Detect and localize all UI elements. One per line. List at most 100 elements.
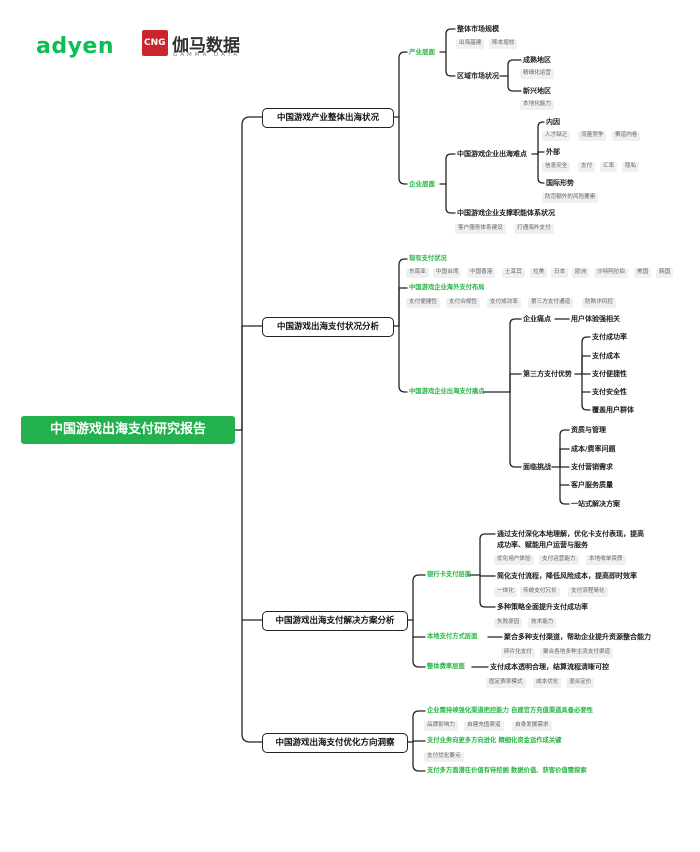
tag: 流量竞争 xyxy=(578,131,607,141)
connector-branch xyxy=(398,116,408,185)
challenge-item: 支付营销需求 xyxy=(571,463,613,471)
enterprise-difficulty: 中国游戏企业出海难点 xyxy=(457,150,527,158)
gamma-data-subtitle: GAMMA DATA xyxy=(173,52,241,58)
challenges: 面临挑战 xyxy=(523,463,551,471)
local-point: 聚合多种支付渠道，帮助企业提升资源整合能力 xyxy=(504,633,651,641)
connector-branch xyxy=(581,373,591,411)
advantage-item: 支付成本 xyxy=(592,352,620,360)
challenge-item: 客户服务质量 xyxy=(571,481,613,489)
root-node: 中国游戏出海支付研究报告 xyxy=(21,416,235,444)
external-cause: 外部 xyxy=(546,148,560,156)
tag: 支付优化要点 xyxy=(424,752,464,762)
tag: 汇率 xyxy=(600,162,618,172)
connector-branch xyxy=(398,51,408,118)
branch-overall-status: 中国游戏产业整体出海状况 xyxy=(262,108,394,128)
insight-1: 企业需持续强化渠道把控能力 自建官方充值渠道具备必要性 xyxy=(427,707,593,714)
card-point-1: 通过支付深化本地理解，优化卡支付表现，提高 xyxy=(497,530,644,538)
local-payment-level: 本地支付方式层面 xyxy=(427,633,478,640)
gamma-data-name: 伽马数据 xyxy=(172,36,240,56)
tag: 赛道内卷 xyxy=(612,131,641,141)
user-experience: 用户体验强相关 xyxy=(571,315,620,323)
tag: 支付 xyxy=(578,162,596,172)
market-scale: 整体市场规模 xyxy=(457,25,499,33)
tag: 拉美 xyxy=(530,268,548,278)
industry-level: 产业层面 xyxy=(409,48,435,56)
connector-branch xyxy=(412,619,426,668)
connector-branch xyxy=(507,59,522,77)
tag: 成本优化 xyxy=(533,678,562,688)
regional-market: 区域市场状况 xyxy=(457,72,499,80)
connector-branch xyxy=(412,710,426,743)
connector-branch xyxy=(509,391,522,468)
tag: 信息安全 xyxy=(542,162,571,172)
tag: 中国香港 xyxy=(467,268,496,278)
connector-branch xyxy=(398,258,408,327)
tag: 土耳其 xyxy=(502,268,525,278)
tag: 传统支付冗长 xyxy=(520,587,560,597)
card-point-1-cont: 成功率、赋能用户运营与服务 xyxy=(497,541,588,549)
tag: 精细化运营 xyxy=(520,69,554,79)
advantage-item: 支付成功率 xyxy=(592,333,627,341)
card-point-2: 简化支付流程，降低风险成本，提高即时效率 xyxy=(497,572,637,580)
support-system: 中国游戏企业支撑职能体系状况 xyxy=(457,209,555,217)
connector-branch xyxy=(581,336,591,375)
enterprise-level: 企业层面 xyxy=(409,180,435,188)
adyen-logo: adyen xyxy=(36,34,115,59)
tag: 支付合规性 xyxy=(446,298,480,308)
tag: 固定费率模式 xyxy=(486,678,526,688)
tag: 支付运营能力 xyxy=(539,555,579,565)
connector-branch xyxy=(412,741,426,772)
tag: 沙特阿拉伯 xyxy=(594,268,628,278)
advantage-item: 覆盖用户群体 xyxy=(592,406,634,414)
insight-2: 支付业务向更多方向进化 精细化资金运作成关键 xyxy=(427,737,562,744)
connector-branch xyxy=(241,116,263,431)
tag: 防范额外的风险要素 xyxy=(542,193,599,203)
tag: 降本增效 xyxy=(489,39,518,49)
tag: 本地化能力 xyxy=(520,100,554,110)
payment-pain-points: 中国游戏企业出海支付痛点 xyxy=(409,388,485,395)
connector-branch xyxy=(559,429,570,468)
tag: 支付便捷性 xyxy=(406,298,440,308)
connector-branch xyxy=(241,429,263,743)
tag: 优化用户体验 xyxy=(494,555,534,565)
tag: 中国台湾 xyxy=(433,268,462,278)
bank-card-level: 银行卡支付层面 xyxy=(427,571,472,578)
gamma-mark: CNG xyxy=(144,38,166,48)
branch-solution-analysis: 中国游戏出海支付解决方案分析 xyxy=(262,611,408,631)
connector-branch xyxy=(479,533,496,576)
connector-branch xyxy=(445,183,456,214)
connector-branch xyxy=(507,75,522,92)
overall-fee-level: 整体费率层面 xyxy=(427,663,465,670)
tag: 隐私 xyxy=(622,162,640,172)
tag: 客户服务体系建设 xyxy=(455,224,506,234)
challenge-item: 成本/费率问题 xyxy=(571,445,616,453)
tag: 自身发展需求 xyxy=(512,721,552,731)
connector-branch xyxy=(445,28,456,53)
challenge-item: 一站式解决方案 xyxy=(571,500,620,508)
connector-branch xyxy=(445,153,456,185)
tag: 人才缺乏 xyxy=(542,131,571,141)
overseas-payment-layout: 中国游戏企业海外支付布局 xyxy=(409,284,485,291)
tag: 品牌影响力 xyxy=(424,721,458,731)
emerging-region: 新兴地区 xyxy=(523,87,551,95)
connector-branch xyxy=(445,51,456,77)
insight-3: 支付多方面潜在价值有待挖掘 数据价值、获客价值需探索 xyxy=(427,767,587,774)
connector-branch xyxy=(559,466,570,505)
connector-branch xyxy=(479,574,496,608)
connector-branch xyxy=(509,318,522,393)
connector-branch xyxy=(537,121,545,155)
international-situation: 国际形势 xyxy=(546,179,574,187)
tag: 失败原因 xyxy=(494,618,523,628)
tag: 技术能力 xyxy=(528,618,557,628)
internal-cause: 内因 xyxy=(546,118,560,126)
tag: 自建充值渠道 xyxy=(464,721,504,731)
tag: 本地收单资质 xyxy=(586,555,626,565)
connector-branch xyxy=(398,325,408,393)
tag: 美国 xyxy=(634,268,652,278)
tag: 第三方支付通道 xyxy=(528,298,574,308)
enterprise-pain: 企业痛点 xyxy=(523,315,551,323)
tag: 混合定价 xyxy=(566,678,595,688)
tag: 韩国 xyxy=(656,268,674,278)
